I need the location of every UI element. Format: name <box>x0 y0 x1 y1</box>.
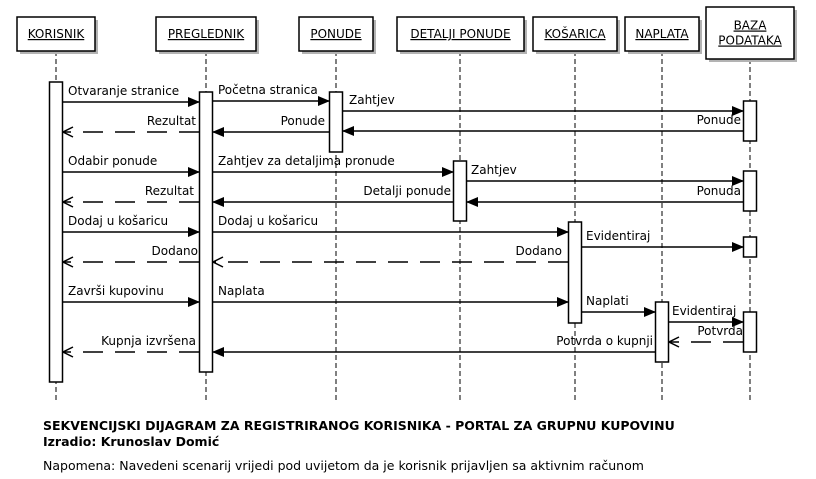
activation-ponude <box>328 91 344 153</box>
message-10: Ponuda <box>466 184 743 207</box>
message-label: Zahtjev <box>349 93 395 107</box>
participant-preglednik: PREGLEDNIK <box>155 16 259 54</box>
message-19: Naplata <box>213 284 569 307</box>
participant-kosarica: KOŠARICA <box>532 16 620 54</box>
participant-label: PREGLEDNIK <box>168 27 245 41</box>
sequence-diagram: KORISNIK PREGLEDNIK PONUDE DETALJI PONUDE KO… <box>16 6 797 400</box>
diagram-author: Izradio: Krunoslav Domić <box>43 434 220 449</box>
message-7: Odabir ponude <box>63 154 200 177</box>
message-label: Početna stranica <box>218 83 318 97</box>
activation-preglednik <box>198 91 214 373</box>
message-18: Završi kupovinu <box>63 284 200 307</box>
message-14: Dodaj u košaricu <box>213 214 569 237</box>
message-15: Evidentiraj <box>582 229 744 252</box>
activation-naplata <box>654 301 670 363</box>
message-label: Rezultat <box>145 184 194 198</box>
message-21: Evidentiraj <box>669 304 744 327</box>
message-label: Evidentiraj <box>672 304 736 318</box>
participant-label: KOŠARICA <box>544 26 606 41</box>
message-label: Ponuda <box>697 184 741 198</box>
participant-ponude: PONUDE <box>298 16 376 54</box>
participant-box <box>532 16 618 52</box>
message-label: Naplati <box>586 294 629 308</box>
message-9: Zahtjev <box>467 163 744 186</box>
message-label: Potvrda o kupnji <box>556 334 653 348</box>
participant-box <box>396 16 525 52</box>
message-6: Rezultat <box>63 114 199 132</box>
message-24: Kupnja izvršena <box>63 334 199 352</box>
activation-baza <box>742 311 758 353</box>
participant-label: PODATAKA <box>718 34 782 48</box>
message-17: Dodano <box>63 244 199 262</box>
message-5: Ponude <box>212 114 329 137</box>
message-3: Zahtjev <box>343 93 744 116</box>
activation-detalji <box>452 160 468 222</box>
message-label: Naplata <box>218 284 265 298</box>
message-8: Zahtjev za detaljima pronude <box>213 154 454 177</box>
message-1: Otvaranje stranice <box>63 84 200 107</box>
activation-korisnik <box>48 81 64 383</box>
participant-korisnik: KORISNIK <box>16 16 98 54</box>
message-label: Otvaranje stranice <box>68 84 179 98</box>
participant-box <box>705 6 795 60</box>
message-label: Ponude <box>697 113 741 127</box>
participant-detalji: DETALJI PONUDE <box>396 16 527 54</box>
activation-kosarica <box>567 221 583 324</box>
message-label: Dodano <box>152 244 199 258</box>
participant-label: NAPLATA <box>635 27 689 41</box>
participant-box <box>16 16 96 52</box>
message-label: Kupnja izvršena <box>101 334 196 348</box>
message-label: Dodano <box>516 244 563 258</box>
message-11: Detalji ponude <box>212 184 453 207</box>
participant-label: KORISNIK <box>28 27 86 41</box>
diagram-note: Napomena: Navedeni scenarij vrijedi pod … <box>43 458 644 473</box>
message-label: Odabir ponude <box>68 154 157 168</box>
message-12: Rezultat <box>63 184 199 202</box>
message-label: Detalji ponude <box>363 184 451 198</box>
participant-label: DETALJI PONUDE <box>410 27 510 41</box>
diagram-title: SEKVENCIJSKI DIJAGRAM ZA REGISTRIRANOG K… <box>43 418 675 433</box>
message-label: Završi kupovinu <box>68 284 164 298</box>
message-2: Početna stranica <box>213 83 330 106</box>
message-4: Ponude <box>342 113 743 136</box>
message-22: Potvrda <box>669 324 743 342</box>
participant-naplata: NAPLATA <box>624 16 702 54</box>
message-16: Dodano <box>213 244 568 262</box>
message-20: Naplati <box>582 294 656 317</box>
activation-baza <box>742 100 758 142</box>
participant-label: BAZA <box>734 19 768 33</box>
message-label: Dodaj u košaricu <box>218 214 318 228</box>
message-23: Potvrda o kupnji <box>212 334 655 357</box>
message-label: Zahtjev <box>471 163 517 177</box>
message-label: Potvrda <box>697 324 743 338</box>
participant-box <box>155 16 257 52</box>
activation-baza <box>742 170 758 212</box>
message-label: Ponude <box>281 114 325 128</box>
participant-label: PONUDE <box>310 27 361 41</box>
activation-baza <box>742 236 758 258</box>
message-label: Dodaj u košaricu <box>68 214 168 228</box>
participant-box <box>624 16 700 52</box>
message-label: Rezultat <box>147 114 196 128</box>
message-label: Evidentiraj <box>586 229 650 243</box>
participant-box <box>298 16 374 52</box>
message-label: Zahtjev za detaljima pronude <box>218 154 395 168</box>
message-13: Dodaj u košaricu <box>63 214 200 237</box>
